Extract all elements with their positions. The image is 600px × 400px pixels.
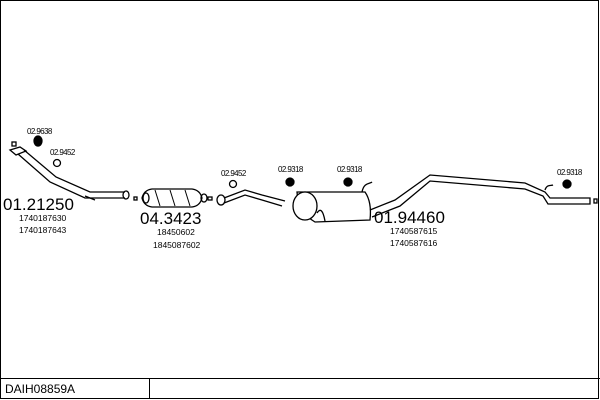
part-number: 01.21250	[3, 195, 74, 214]
oem-ref: 1740187630	[19, 213, 67, 223]
oem-ref: 1740187643	[19, 225, 67, 235]
part-number: 04.3423	[140, 209, 201, 228]
clip-label: 02.9318	[557, 168, 583, 177]
clip-label: 02.9318	[337, 165, 363, 174]
front-pipe	[8, 141, 138, 201]
rubber-hangers	[33, 135, 572, 189]
clip-label: 02.9452	[50, 148, 76, 157]
clip-label: 02.9452	[221, 169, 247, 178]
clip-label: 02.9638	[27, 127, 53, 136]
part-number: 01.94460	[374, 208, 445, 227]
oem-ref: 1845087602	[153, 240, 201, 250]
exhaust-parts	[8, 135, 598, 223]
clip-label: 02.9318	[278, 165, 304, 174]
oem-ref: 1740587616	[390, 238, 438, 248]
oem-ref: 1740587615	[390, 226, 438, 236]
rear-silencer	[216, 174, 598, 223]
diagram-code: DAIH08859A	[5, 382, 75, 396]
code-box	[0, 378, 150, 399]
oem-ref: 18450602	[157, 227, 195, 237]
catalytic-converter	[141, 188, 213, 208]
